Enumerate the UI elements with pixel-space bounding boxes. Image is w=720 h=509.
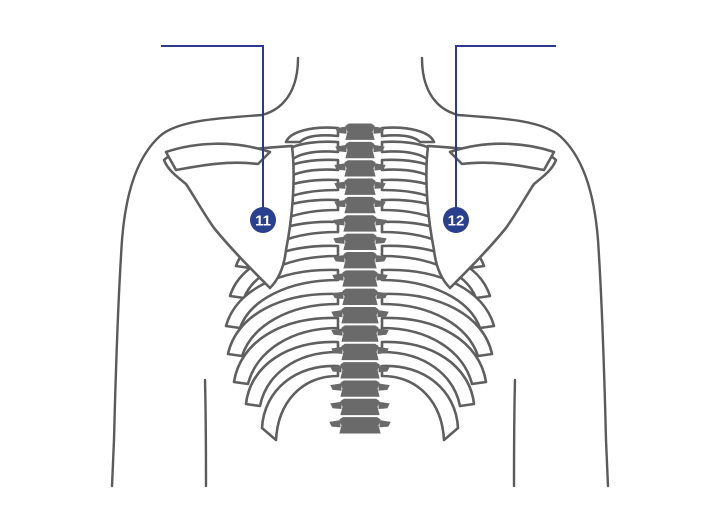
rib-left: [226, 292, 340, 358]
waist-left: [203, 378, 208, 488]
marker-11-circle: [250, 207, 276, 233]
transverse-process: [333, 254, 387, 263]
vertebra: [344, 196, 376, 214]
marker-11[interactable]: 11: [250, 207, 276, 233]
vertebra: [342, 270, 378, 287]
vertebra: [342, 288, 378, 306]
neck-right: [420, 56, 460, 117]
transverse-process: [334, 181, 386, 189]
marker-11-label: 11: [255, 213, 271, 230]
scapula-right: [425, 144, 558, 290]
neck-left: [260, 56, 300, 117]
rib-cage: [224, 126, 496, 442]
transverse-process: [335, 126, 385, 134]
transverse-process: [332, 291, 388, 299]
waist-right: [512, 378, 517, 488]
transverse-process: [334, 199, 386, 208]
marker-12[interactable]: 12: [443, 207, 469, 233]
rib-left: [260, 364, 340, 442]
rib-right: [380, 340, 476, 408]
vertebra: [340, 362, 380, 379]
vertebra: [343, 215, 377, 232]
vertebra: [340, 398, 380, 416]
vertebra: [345, 141, 375, 159]
rib-right: [380, 292, 494, 358]
transverse-process: [335, 144, 385, 153]
transverse-process: [330, 365, 390, 373]
rib-right: [380, 316, 488, 386]
rib-right: [380, 364, 460, 442]
scapula-left: [162, 144, 295, 290]
leader-line-12: [455, 45, 556, 210]
scapulae: [162, 142, 558, 290]
transverse-process: [331, 346, 389, 354]
rib-right: [380, 220, 486, 270]
transverse-process: [334, 163, 386, 171]
rib-left: [224, 268, 340, 330]
transverse-process: [329, 420, 391, 428]
vertebra: [341, 307, 379, 324]
transverse-process: [331, 310, 389, 318]
transverse-process: [331, 328, 389, 336]
vertebra: [341, 343, 379, 361]
transverse-process: [333, 236, 387, 244]
vertebra: [340, 380, 380, 397]
body-outline: [110, 56, 610, 488]
transverse-process: [333, 218, 387, 226]
transverse-process: [330, 383, 390, 391]
rib-left: [284, 126, 340, 144]
vertebra: [344, 178, 376, 195]
rib-right: [380, 268, 496, 330]
marker-12-circle: [443, 207, 469, 233]
vertebra: [343, 251, 377, 269]
shoulder-right: [456, 113, 610, 488]
vertebra: [341, 325, 379, 342]
vertebra: [343, 233, 377, 250]
rib-right: [380, 126, 436, 144]
vertebral-column: [329, 123, 391, 434]
vertebra: [339, 417, 381, 434]
callout-leaders: [161, 45, 556, 210]
transverse-process: [330, 401, 390, 410]
transverse-process: [332, 273, 388, 281]
rib-left: [234, 220, 340, 270]
shoulder-left: [110, 113, 264, 488]
rib-left: [244, 340, 340, 408]
rib-left: [232, 316, 340, 386]
vertebra: [345, 123, 375, 140]
vertebra: [344, 160, 376, 177]
leader-line-11: [161, 45, 264, 210]
marker-12-label: 12: [448, 213, 465, 230]
